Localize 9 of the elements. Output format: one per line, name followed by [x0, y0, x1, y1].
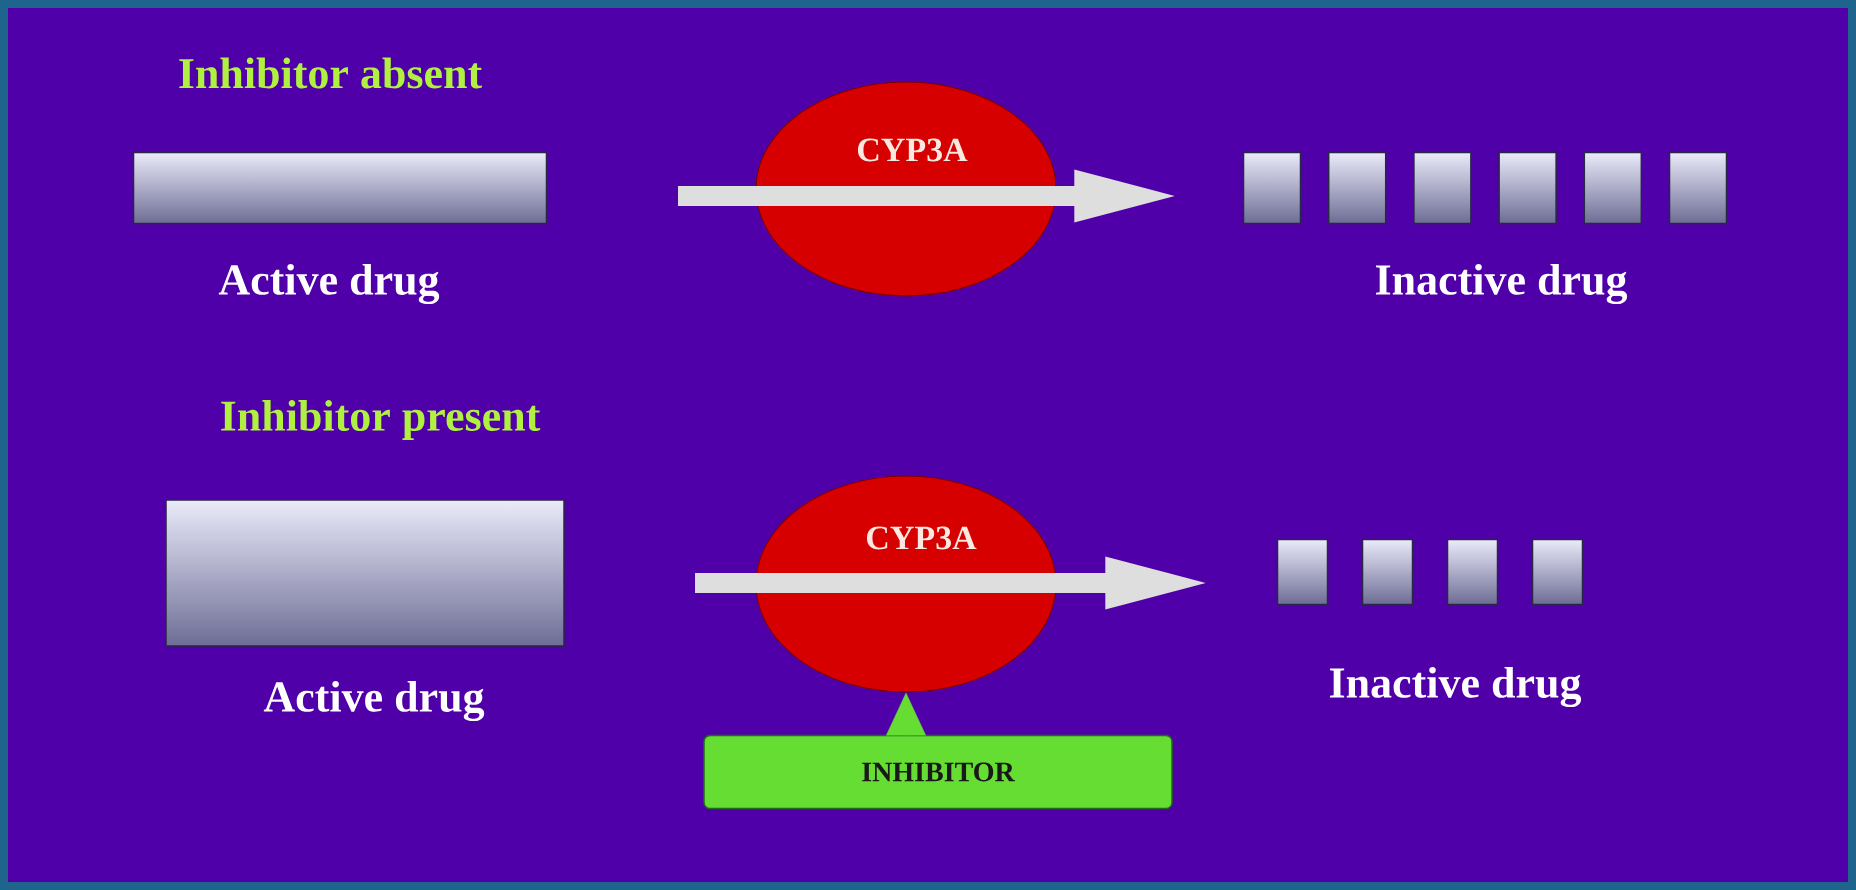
arrow: [886, 692, 926, 736]
drug-label: Inactive drug: [1376, 263, 1628, 305]
enzyme-label: CYP3A: [857, 138, 968, 162]
section-heading: Inhibitor absent: [179, 57, 482, 89]
section-heading: Inhibitor present: [221, 400, 541, 440]
drug-label: Active drug: [263, 680, 485, 722]
drug-label: Active drug: [218, 263, 440, 305]
enzyme-label: CYP3A: [866, 526, 977, 550]
drug-label: Inactive drug: [1330, 666, 1582, 708]
